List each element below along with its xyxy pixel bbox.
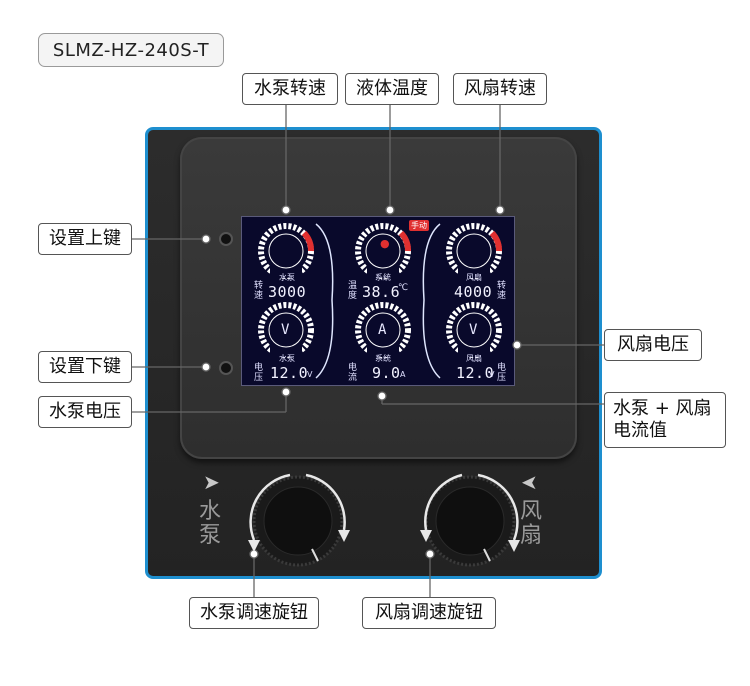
current-side-label: 电流 (348, 363, 358, 383)
callout-fan-speed: 风扇转速 (453, 73, 547, 105)
fan-speed-value: 4000 (454, 283, 493, 301)
callout-liquid-temp: 液体温度 (345, 73, 439, 105)
callout-set-up-key: 设置上键 (38, 223, 132, 255)
temp-side-label: 温度 (348, 281, 358, 301)
fan-voltage-side-label: 电压 (497, 363, 507, 383)
callout-pump-knob: 水泵调速旋钮 (189, 597, 319, 629)
callout-fan-voltage: 风扇电压 (604, 329, 702, 361)
callout-pump-fan-current: 水泵 + 风扇 电流值 (604, 392, 726, 448)
set-down-button[interactable] (219, 361, 233, 375)
temp-gauge-label: 系统 (375, 273, 391, 282)
fan-v-symbol: V (469, 322, 478, 338)
callout-pump-speed: 水泵转速 (242, 73, 338, 105)
fan-speed-side-label: 转速 (497, 281, 507, 301)
set-up-button[interactable] (219, 232, 233, 246)
pump-speed-side-label: 转速 (254, 281, 264, 301)
current-gauge-label: 系统 (375, 354, 391, 363)
pump-speed-knob[interactable] (254, 477, 342, 565)
temp-unit: ℃ (398, 283, 409, 293)
mode-badge: 手动 (411, 221, 427, 230)
thermometer-icon: ● (380, 237, 390, 250)
callout-set-down-key: 设置下键 (38, 351, 132, 383)
fan-gauge-label: 风扇 (466, 273, 482, 282)
pump-side-label: 水泵 (198, 499, 221, 548)
fan-side-label: 风扇 (519, 499, 542, 548)
lcd-screen (241, 216, 515, 386)
temp-value: 38.6 (362, 283, 401, 301)
fan-speed-knob[interactable] (426, 477, 514, 565)
pump-v-symbol: V (281, 322, 290, 338)
chevron-left-icon: ➤ (521, 470, 538, 494)
pump-volt-gauge-label: 水泵 (279, 354, 295, 363)
pump-gauge-label: 水泵 (279, 273, 295, 282)
pump-speed-value: 3000 (268, 283, 307, 301)
chevron-right-icon: ➤ (203, 470, 220, 494)
current-a-symbol: A (378, 322, 387, 338)
fan-volt-gauge-label: 风扇 (466, 354, 482, 363)
current-value: 9.0 (372, 364, 401, 382)
callout-fan-knob: 风扇调速旋钮 (362, 597, 496, 629)
fan-voltage-unit: V (489, 370, 495, 379)
pump-voltage-value: 12.0 (270, 364, 309, 382)
pump-voltage-side-label: 电压 (254, 363, 264, 383)
current-unit: A (400, 370, 406, 379)
pump-voltage-unit: V (307, 370, 313, 379)
fan-voltage-value: 12.0 (456, 364, 495, 382)
model-label: SLMZ-HZ-240S-T (38, 33, 224, 67)
callout-pump-voltage: 水泵电压 (38, 396, 132, 428)
